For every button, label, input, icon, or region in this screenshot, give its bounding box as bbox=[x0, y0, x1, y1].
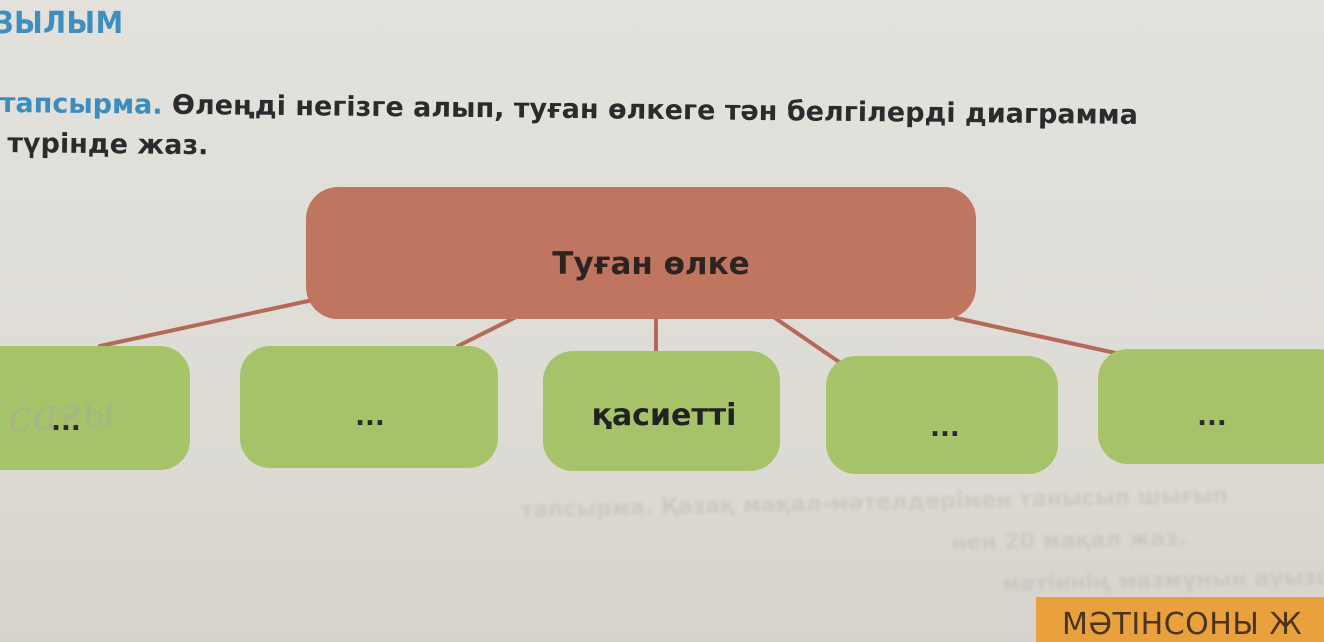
leaf-node-4: ... bbox=[826, 356, 1058, 474]
leaf-node-5: ... bbox=[1098, 349, 1324, 464]
leaf-node-5-label: ... bbox=[1197, 402, 1227, 432]
section-heading: ЗЫЛЫМ bbox=[0, 6, 124, 41]
connector-line-4 bbox=[773, 316, 844, 366]
leaf-node-2-box bbox=[240, 346, 498, 468]
leaf-nodes: сағы ... ... қасиетті ... ... bbox=[0, 346, 1324, 474]
leaf-node-4-label: ... bbox=[930, 413, 960, 443]
root-node: Туған өлке bbox=[306, 187, 976, 319]
leaf-node-1-label: ... bbox=[51, 407, 81, 437]
leaf-node-2: ... bbox=[240, 346, 498, 468]
leaf-node-4-box bbox=[826, 356, 1058, 474]
leaf-node-3-label: қасиетті bbox=[592, 398, 737, 433]
footer-tab-label: МӘТІНСОНЫ Ж bbox=[1062, 607, 1303, 642]
leaf-node-3: қасиетті bbox=[543, 351, 780, 471]
leaf-node-5-box bbox=[1098, 349, 1324, 464]
connector-line-5 bbox=[954, 316, 1122, 356]
leaf-node-1-handwriting: сағы bbox=[6, 385, 118, 443]
root-node-label: Туған өлке bbox=[552, 246, 749, 282]
leaf-node-1-box bbox=[0, 346, 190, 470]
leaf-node-3-box bbox=[543, 351, 780, 471]
footer-tab: МӘТІНСОНЫ Ж bbox=[1036, 597, 1324, 642]
root-node-box bbox=[306, 187, 976, 319]
connector-line-1 bbox=[98, 296, 324, 348]
leaf-node-1: сағы ... bbox=[0, 346, 190, 470]
faded-background-text: тапсырма. Қазақ мақал-мәтелдерімен таныс… bbox=[520, 473, 1324, 616]
leaf-node-2-label: ... bbox=[355, 402, 385, 432]
